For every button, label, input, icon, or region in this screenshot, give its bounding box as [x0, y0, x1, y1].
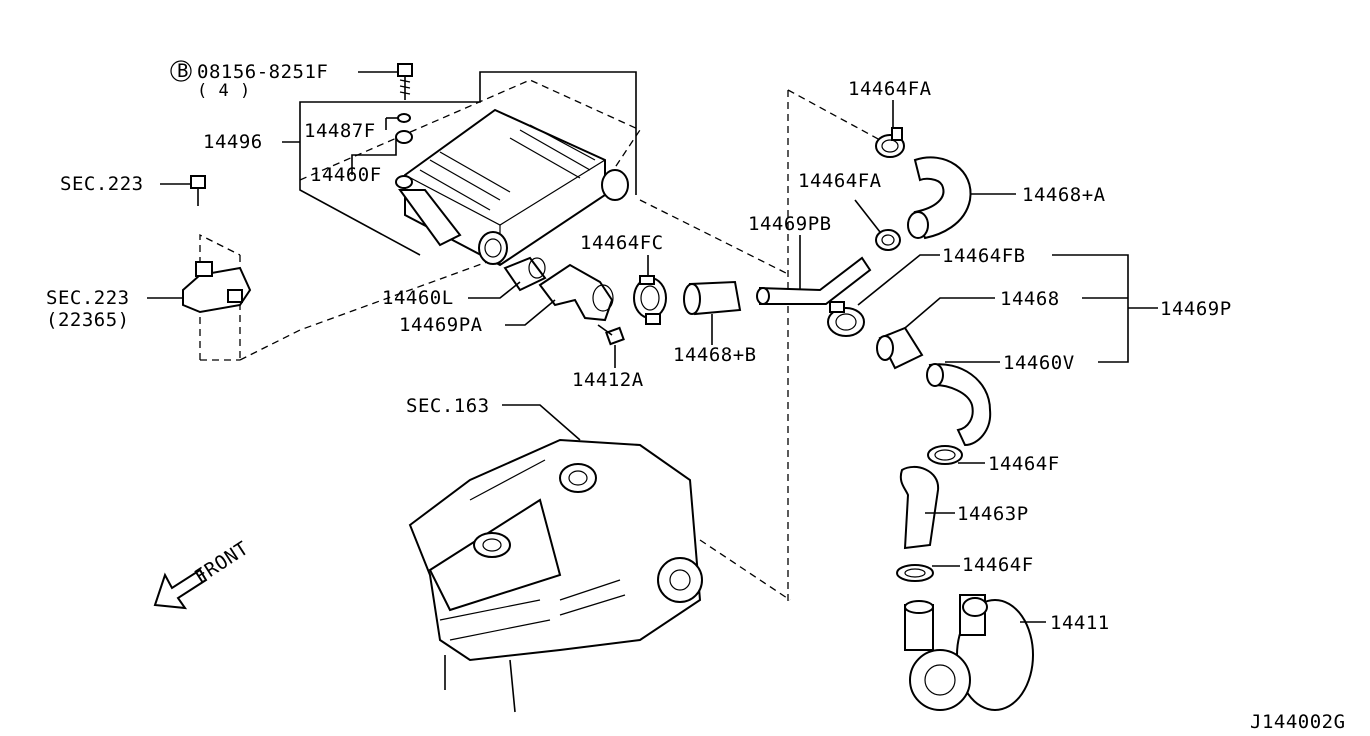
hose-14463p-icon	[899, 465, 940, 550]
label-14463p: 14463P	[957, 503, 1029, 525]
leader-14496-low	[299, 142, 421, 256]
label-14464f-upper: 14464F	[988, 453, 1060, 475]
label-14460f: 14460F	[310, 164, 382, 186]
label-14487f: 14487F	[304, 120, 376, 142]
label-08156-8251f: 08156-8251F	[197, 61, 328, 83]
label-14460v: 14460V	[1003, 352, 1075, 374]
circle-b-icon	[170, 60, 192, 82]
label-22365: (22365)	[46, 309, 130, 331]
label-14496: 14496	[203, 131, 263, 153]
intercooler-14496	[199, 79, 641, 361]
grommet-14460f-icon	[395, 130, 413, 144]
bolt-08156-icon	[397, 63, 413, 100]
label-14468: 14468	[1000, 288, 1060, 310]
label-front: FRONT	[191, 537, 253, 588]
label-14464fa-mid: 14464FA	[798, 170, 882, 192]
label-sec223-top: SEC.223	[60, 173, 144, 195]
front-arrow-icon	[153, 568, 208, 610]
hose-14460v-icon	[926, 363, 992, 447]
washer-14487f-icon	[397, 113, 411, 123]
clamp-14464f-lower-icon	[896, 564, 934, 582]
label-14464fb: 14464FB	[942, 245, 1026, 267]
bolt-14412a-icon	[597, 324, 625, 346]
circle-b-letter: B	[177, 60, 189, 82]
clamp-14464f-upper-icon	[927, 445, 963, 465]
boost-sensor-22365-icon	[182, 261, 252, 314]
hose-14460l-icon	[503, 256, 547, 292]
hose-14468-icon	[876, 326, 924, 370]
clamp-14464fa-top-icon	[875, 127, 905, 158]
turbocharger-14411-icon	[904, 594, 1034, 711]
hose-14468a-icon	[907, 156, 972, 240]
label-14468b: 14468+B	[673, 344, 757, 366]
pipe-14469pb-icon	[756, 256, 872, 305]
label-14411: 14411	[1050, 612, 1110, 634]
label-sec163: SEC.163	[406, 395, 490, 417]
clamp-14464fc-icon	[633, 275, 667, 325]
label-14469p: 14469P	[1160, 298, 1232, 320]
label-14469pa: 14469PA	[399, 314, 483, 336]
sec223-bolt-icon	[190, 175, 206, 206]
engine-block-icon	[408, 438, 703, 713]
label-14460l: 14460L	[382, 287, 454, 309]
label-14464f-lower: 14464F	[962, 554, 1034, 576]
pipe-14469pa-icon	[538, 263, 614, 322]
hose-14468b-icon	[683, 280, 742, 316]
label-14468a: 14468+A	[1022, 184, 1106, 206]
label-qty-4: ( 4 )	[197, 81, 251, 101]
label-14464fa-top: 14464FA	[848, 78, 932, 100]
clamp-14464fa-mid-icon	[875, 229, 901, 251]
leader-14496	[299, 71, 637, 195]
label-14469pb: 14469PB	[748, 213, 832, 235]
label-14412a: 14412A	[572, 369, 644, 391]
label-14464fc: 14464FC	[580, 232, 664, 254]
diagram-code: J144002G	[1250, 711, 1346, 733]
clamp-14464fb-icon	[827, 301, 865, 337]
label-sec223-mid: SEC.223	[46, 287, 130, 309]
